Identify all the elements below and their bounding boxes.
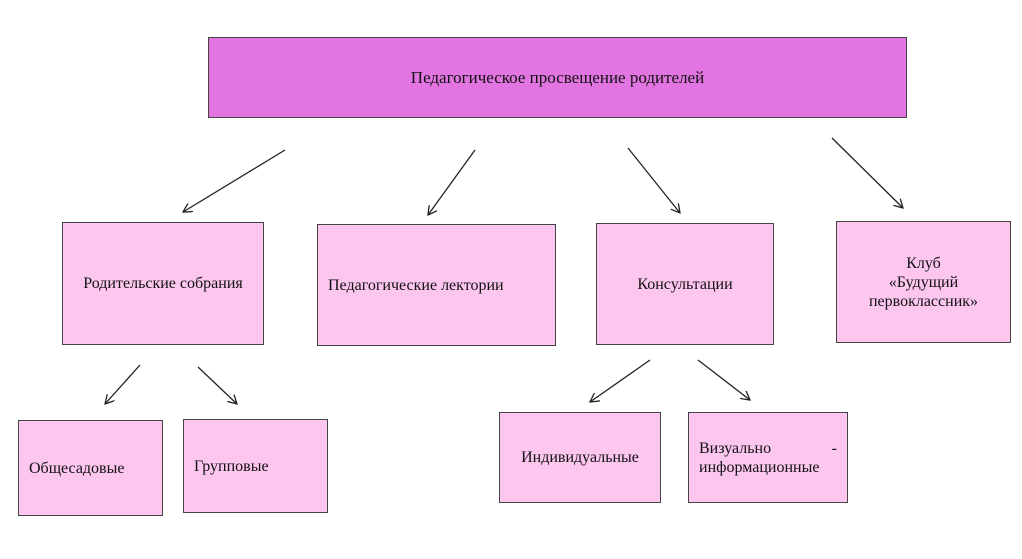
node-label-line: Клуб xyxy=(906,254,941,272)
node-label: Групповые xyxy=(194,457,269,475)
node-visual-info: Визуально - информационные xyxy=(688,412,848,503)
node-label-dash: - xyxy=(831,439,837,457)
node-label-line: информационные xyxy=(699,458,820,476)
arrow xyxy=(831,137,903,208)
arrow xyxy=(105,364,141,404)
root-node: Педагогическое просвещение родителей xyxy=(208,37,907,118)
node-club: Клуб «Будущий первоклассник» xyxy=(836,221,1011,343)
node-label: Консультации xyxy=(637,275,733,293)
node-label: Родительские собрания xyxy=(83,275,243,292)
arrow xyxy=(627,147,680,213)
arrow xyxy=(197,366,237,404)
node-label: Педагогические лектории xyxy=(328,276,504,294)
node-group: Групповые xyxy=(183,419,328,513)
node-lectures: Педагогические лектории xyxy=(317,224,556,346)
arrow xyxy=(428,149,476,215)
node-general: Общесадовые xyxy=(18,420,163,516)
node-label-line: «Будущий xyxy=(888,273,959,291)
node-label: Общесадовые xyxy=(29,459,125,477)
arrow xyxy=(697,359,750,400)
arrow xyxy=(183,149,286,212)
node-parent-meetings: Родительские собрания xyxy=(62,222,264,345)
root-label: Педагогическое просвещение родителей xyxy=(410,68,705,87)
node-label-line: Визуально xyxy=(699,439,772,457)
node-consultations: Консультации xyxy=(596,223,774,345)
node-label-line: первоклассник» xyxy=(868,292,979,310)
node-label: Индивидуальные xyxy=(521,449,639,466)
node-individual: Индивидуальные xyxy=(499,412,661,503)
arrow xyxy=(590,359,651,402)
